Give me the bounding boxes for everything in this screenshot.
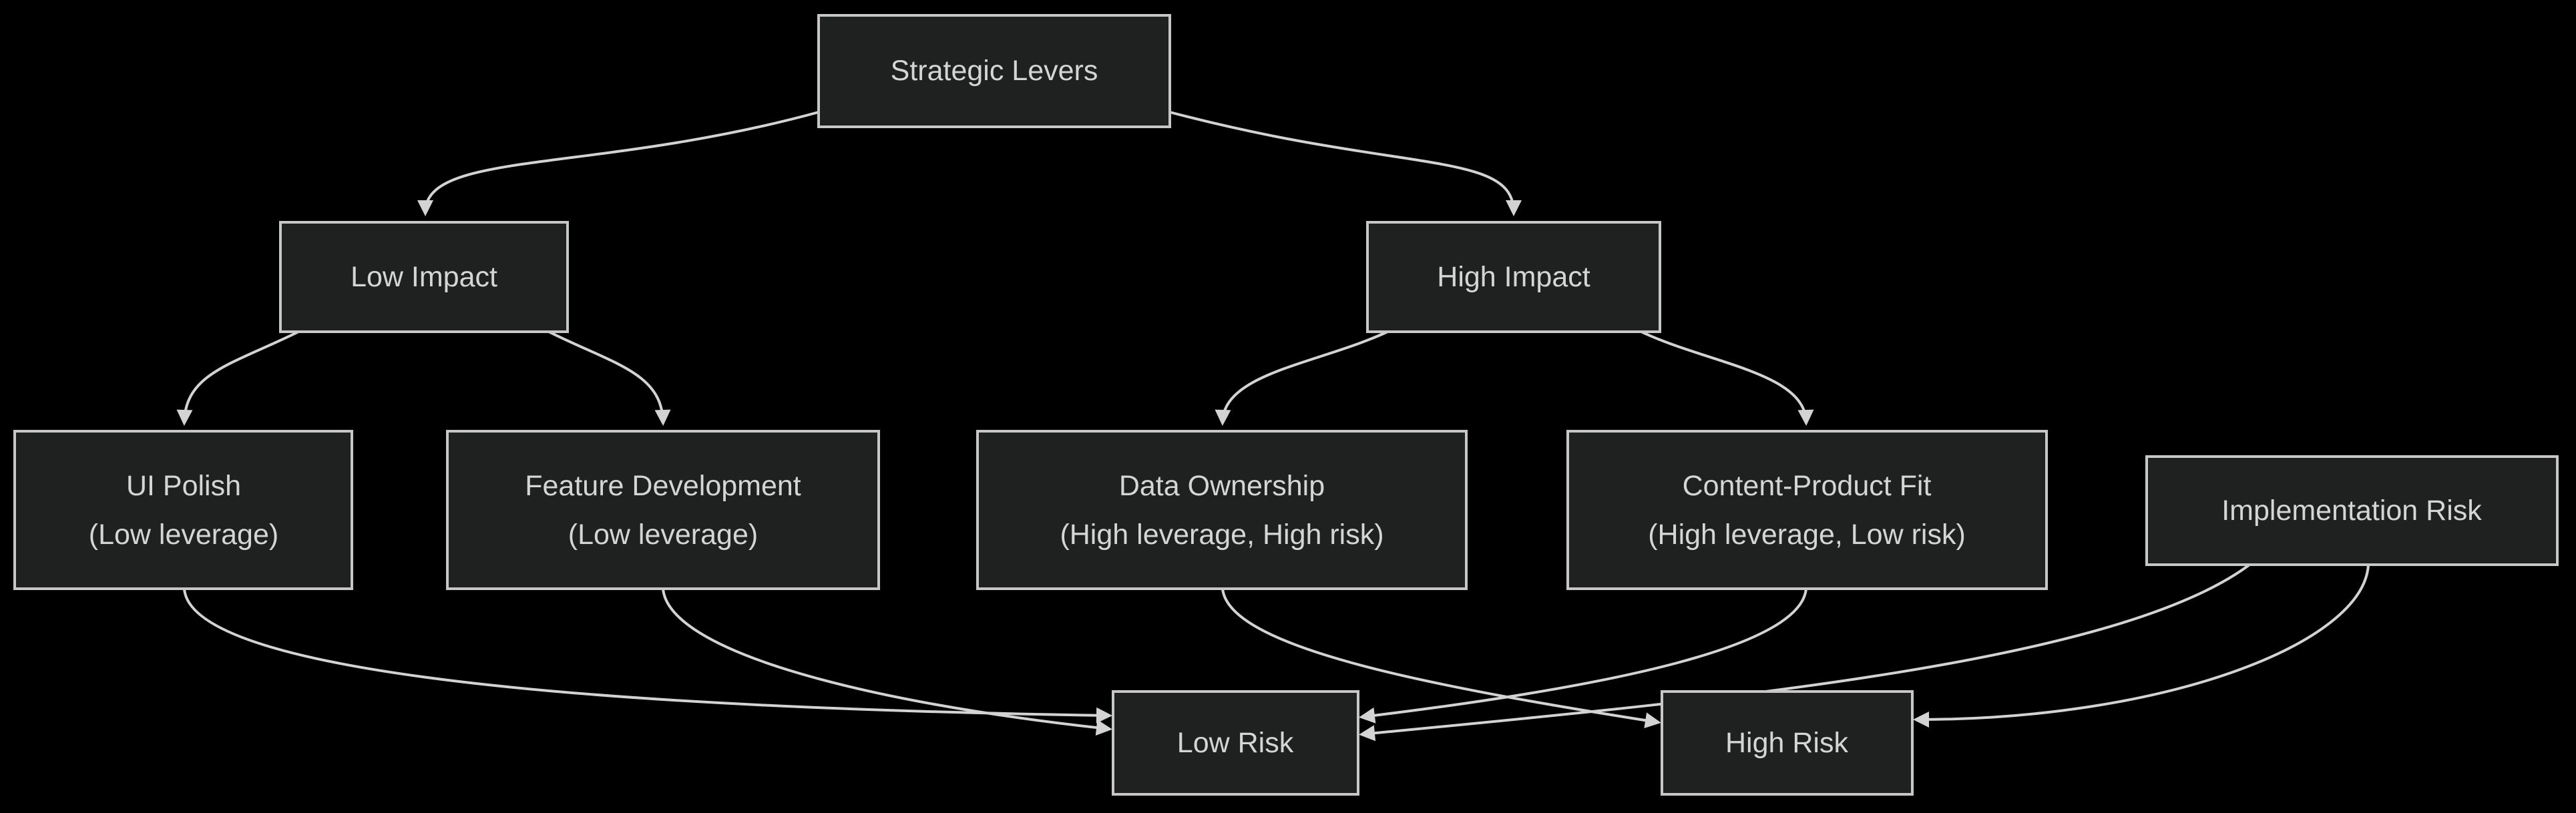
node-low-risk: Low Risk <box>1112 690 1359 796</box>
edge-high-impact-to-data-ownership <box>1215 330 1388 426</box>
node-data-ownership-label-line2: (High leverage, High risk) <box>1060 519 1383 551</box>
node-content-product-fit-label-line2: (High leverage, Low risk) <box>1648 519 1966 551</box>
node-high-risk-label: High Risk <box>1725 727 1848 759</box>
node-feature-development-box <box>446 430 880 590</box>
node-low-risk-label: Low Risk <box>1177 727 1294 759</box>
node-implementation-risk-label: Implementation Risk <box>2221 495 2482 527</box>
node-feature-development: Feature Development (Low leverage) <box>446 430 880 590</box>
node-content-product-fit: Content-Product Fit (High leverage, Low … <box>1566 430 2048 590</box>
edge-data-ownership-to-high-risk <box>1221 588 1661 729</box>
node-low-impact-box <box>279 221 569 333</box>
node-high-impact-label: High Impact <box>1437 261 1590 293</box>
edge-low-impact-to-ui-polish <box>176 330 299 426</box>
node-high-risk-box <box>1661 690 1914 796</box>
node-low-impact: Low Impact <box>279 221 569 333</box>
node-strategic-levers: Strategic Levers <box>817 14 1171 128</box>
node-ui-polish-box <box>13 430 353 590</box>
node-high-impact: High Impact <box>1366 221 1661 333</box>
edge-low-impact-to-feature-development <box>548 330 671 426</box>
edge-layer <box>176 111 2370 742</box>
node-implementation-risk: Implementation Risk <box>2145 455 2559 566</box>
node-content-product-fit-label-line1: Content-Product Fit <box>1683 470 1932 502</box>
node-content-product-fit-box <box>1566 430 2048 590</box>
node-feature-development-label-line2: (Low leverage) <box>568 519 758 551</box>
node-low-impact-label: Low Impact <box>351 261 497 293</box>
edge-implementation-risk-to-low-risk <box>1359 563 2251 742</box>
edge-strategic-levers-to-low-impact <box>417 111 819 216</box>
node-ui-polish: UI Polish (Low leverage) <box>13 430 353 590</box>
node-high-risk: High Risk <box>1661 690 1914 796</box>
node-data-ownership-label-line1: Data Ownership <box>1119 470 1325 502</box>
edge-high-impact-to-content-product-fit <box>1641 330 1814 426</box>
node-high-impact-box <box>1366 221 1661 333</box>
node-ui-polish-label-line2: (Low leverage) <box>89 519 278 551</box>
edge-implementation-risk-to-high-risk <box>1913 564 2370 728</box>
node-strategic-levers-label: Strategic Levers <box>891 55 1098 87</box>
node-low-risk-box <box>1112 690 1359 796</box>
node-ui-polish-label-line1: UI Polish <box>126 470 241 502</box>
node-data-ownership-box <box>976 430 1468 590</box>
node-implementation-risk-box <box>2145 455 2559 566</box>
edge-strategic-levers-to-high-impact <box>1169 111 1522 216</box>
edge-content-product-fit-to-low-risk <box>1359 588 1807 724</box>
node-strategic-levers-box <box>817 14 1171 128</box>
edge-feature-development-to-low-risk <box>662 588 1112 736</box>
node-feature-development-label-line1: Feature Development <box>525 470 801 502</box>
edge-ui-polish-to-low-risk <box>183 588 1112 724</box>
node-data-ownership: Data Ownership (High leverage, High risk… <box>976 430 1468 590</box>
